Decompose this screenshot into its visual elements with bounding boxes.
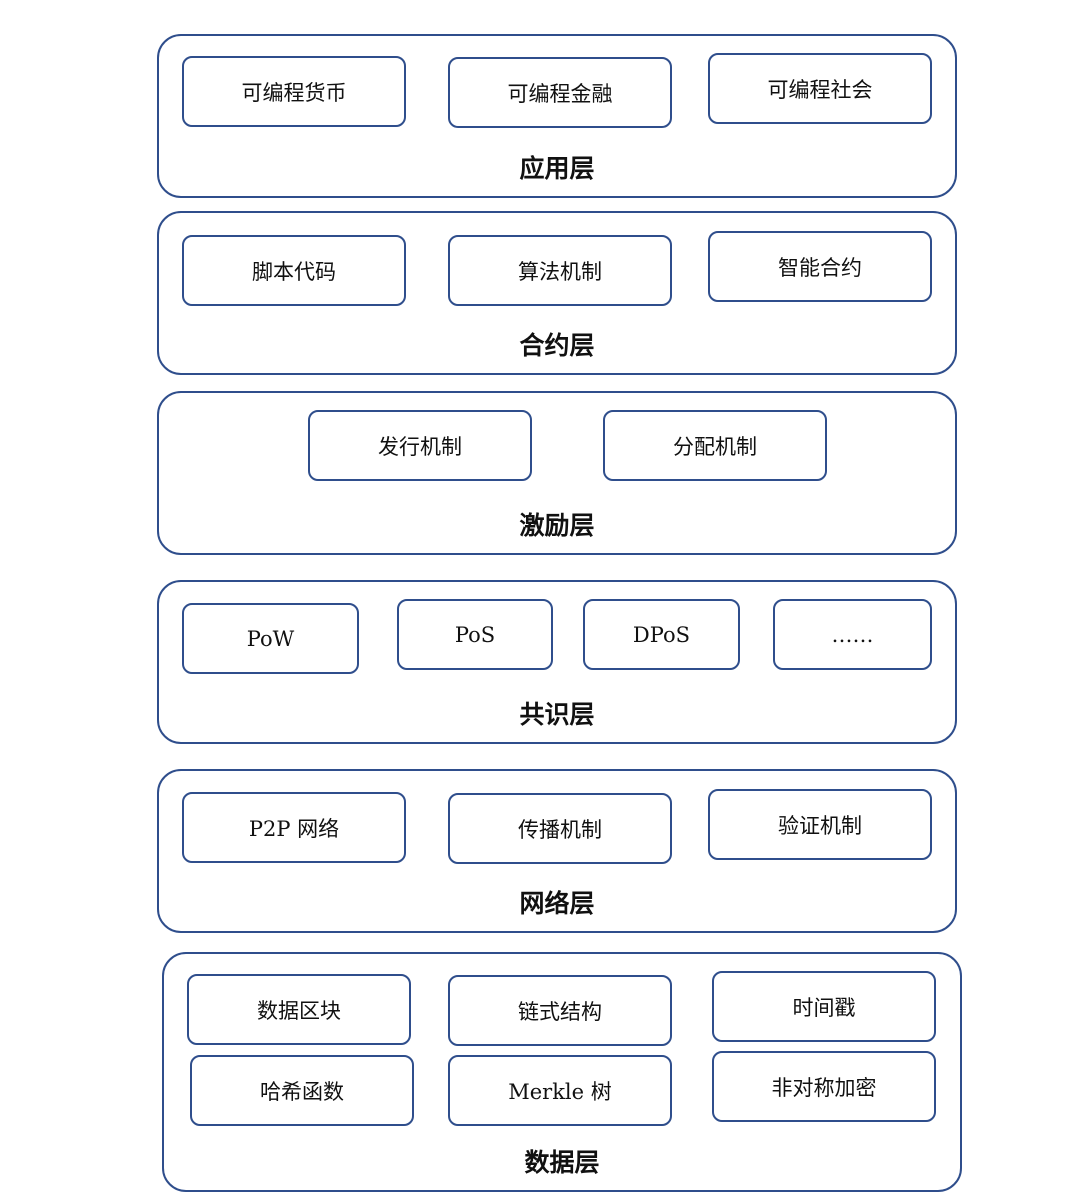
data-layer: 数据区块 链式结构 时间戳 哈希函数 Merkle 树 非对称加密 数据层 <box>162 952 962 1192</box>
programmable-finance-box: 可编程金融 <box>448 57 672 128</box>
asymmetric-encryption-box: 非对称加密 <box>712 1051 936 1122</box>
ellipsis-box: …… <box>773 599 932 670</box>
consensus-layer-title: 共识层 <box>519 700 595 729</box>
merkle-tree-box: Merkle 树 <box>448 1055 672 1126</box>
distribution-mechanism-box: 分配机制 <box>603 410 827 481</box>
pos-box: PoS <box>397 599 553 670</box>
data-block-box: 数据区块 <box>187 974 411 1045</box>
incentive-layer-title: 激励层 <box>519 511 595 540</box>
chain-structure-box: 链式结构 <box>448 975 672 1046</box>
pow-box: PoW <box>182 603 359 674</box>
application-layer-title: 应用层 <box>519 154 595 183</box>
algorithm-mechanism-box: 算法机制 <box>448 235 672 306</box>
p2p-network-box: P2P 网络 <box>182 792 406 863</box>
incentive-layer: 发行机制 分配机制 激励层 <box>157 391 957 555</box>
consensus-layer: PoW PoS DPoS …… 共识层 <box>157 580 957 744</box>
programmable-society-box: 可编程社会 <box>708 53 932 124</box>
programmable-currency-box: 可编程货币 <box>182 56 406 127</box>
smart-contract-box: 智能合约 <box>708 231 932 302</box>
hash-function-box: 哈希函数 <box>190 1055 414 1126</box>
dpos-box: DPoS <box>583 599 740 670</box>
contract-layer-title: 合约层 <box>519 331 595 360</box>
network-layer: P2P 网络 传播机制 验证机制 网络层 <box>157 769 957 933</box>
application-layer: 可编程货币 可编程金融 可编程社会 应用层 <box>157 34 957 198</box>
propagation-mechanism-box: 传播机制 <box>448 793 672 864</box>
contract-layer: 脚本代码 算法机制 智能合约 合约层 <box>157 211 957 375</box>
network-layer-title: 网络层 <box>519 889 595 918</box>
script-code-box: 脚本代码 <box>182 235 406 306</box>
issuance-mechanism-box: 发行机制 <box>308 410 532 481</box>
data-layer-title: 数据层 <box>524 1148 600 1177</box>
verification-mechanism-box: 验证机制 <box>708 789 932 860</box>
timestamp-box: 时间戳 <box>712 971 936 1042</box>
